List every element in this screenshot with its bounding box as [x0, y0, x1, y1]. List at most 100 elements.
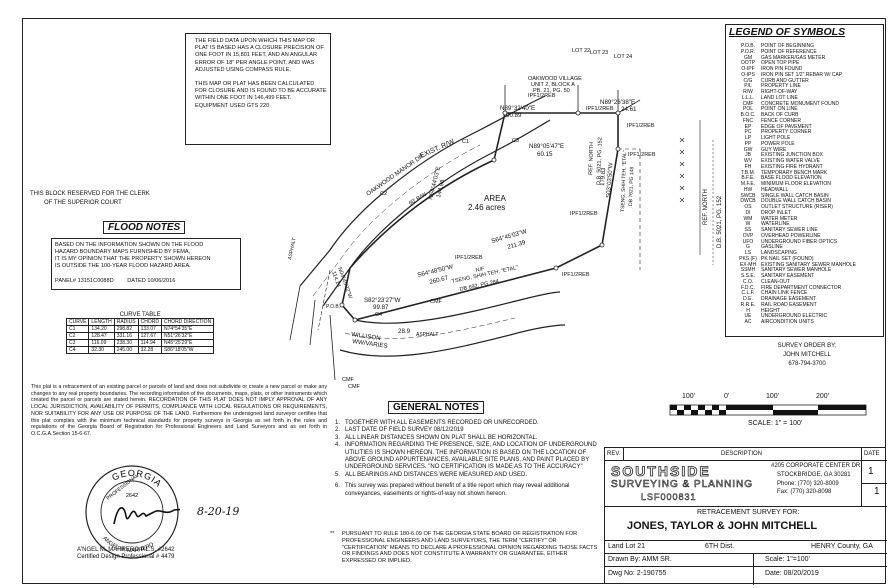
road-edge-north	[299, 95, 546, 287]
ipf-label-4: IPF1/2REB	[570, 211, 598, 217]
land-lot: Land Lot 21	[608, 543, 645, 550]
legend-item: C/G CURB AND GUTTER	[735, 77, 885, 85]
asphalt-label-2: ASPHALT	[416, 332, 438, 338]
legend-abbr: GM	[743, 54, 753, 61]
legend-abbr: JB	[745, 152, 751, 159]
scale-tick-2: 0'	[724, 393, 730, 400]
legend-item: T.B.M.TEMPORARY BENCH MARK	[735, 170, 885, 177]
legend-abbr: UFO	[742, 238, 754, 245]
legend-title: LEGEND OF SYMBOLS	[729, 26, 846, 38]
flood-note-line: BASED ON THE INFORMATION SHOWN ON THE FL…	[55, 242, 204, 248]
legend-item: L.L.L.LAND LOT LINE	[735, 94, 885, 102]
legend-definition: WATER METER	[761, 215, 798, 222]
curve-c4-label: C4	[375, 312, 382, 318]
scale-tick-1: 100'	[682, 393, 696, 400]
cmf-label-2: CMF	[342, 377, 355, 383]
legend-box	[725, 24, 884, 337]
legend-abbr: D.E.	[743, 296, 753, 302]
surveyor-seal: GEORGIA ANGEL M. MARRERO PROFESSIONAL 26…	[85, 465, 180, 559]
legend-abbr: C/G	[743, 77, 753, 84]
survey-for-name: JONES, TAYLOR & JOHN MITCHELL	[627, 520, 818, 532]
legend-abbr: B.O.C.	[740, 112, 756, 118]
legend-definition: SANITARY EASEMENT	[761, 273, 815, 279]
legend-item: S.S.E.SANITARY EASEMENT	[735, 273, 885, 280]
left-dist: 114.14	[330, 271, 341, 288]
east-owner-2: DB 7621, PG 148	[628, 166, 635, 206]
legend-definition: POINT OF BEGINNING	[761, 43, 814, 49]
description-label: DESCRIPTION	[721, 451, 763, 457]
drawing-date: Date: 08/20/2019	[765, 570, 819, 577]
legend-definition: IRON PIN SET 1/2" REBAR W/ CAP	[761, 71, 843, 78]
legend-definition: CURB AND GUTTER	[761, 77, 809, 84]
legend-abbr: SWCB	[740, 192, 756, 199]
legend-abbr: UE	[744, 313, 752, 320]
legend-abbr: C.L.F.	[741, 290, 755, 297]
curve-table-cell: 32.30	[88, 346, 115, 354]
legend-item: F.D.C.FIRE DEPARTMENT CONNECTOR	[735, 284, 885, 292]
signature-date: 8-20-19	[197, 505, 240, 518]
general-note: 5.ALL BEARINGS AND DISTANCES WERE MEASUR…	[335, 471, 528, 478]
scale-tick-3: 100'	[766, 393, 780, 400]
clerk-line-1: THIS BLOCK RESERVED FOR THE CLERK	[30, 191, 150, 197]
legend-abbr: L.L.L.	[741, 94, 755, 101]
legend-abbr: PKS (F)	[739, 255, 757, 262]
cmf-label-3: CMF	[348, 384, 361, 390]
closure-note-line: THE FIELD DATA UPON WHICH THIS MAP OR	[195, 38, 315, 44]
legend-abbr: F.D.C.	[741, 284, 755, 291]
cmf-label-1: CMF	[430, 299, 443, 305]
legend-abbr: EX-MH	[739, 261, 757, 268]
legend-definition: EXISTING FIRE HYDRANT	[761, 163, 823, 170]
closure-note-line: ONE FOOT IN 15,801 FEET, AND AN ANGULAR	[195, 52, 318, 59]
retracement-note: This plat is a retracement of an existin…	[31, 384, 327, 437]
road-name: OAKWOOD MANOR DR.	[365, 152, 427, 198]
survey-order-label: SURVEY ORDER BY;	[777, 343, 837, 349]
closure-note-line: ADJUSTED USING COMPASS RULE.	[195, 66, 291, 73]
legend-abbr: LP	[744, 135, 752, 141]
pob-label: P.O.B.	[326, 304, 340, 310]
company-license: LSF000831	[641, 492, 697, 503]
legend-definition: GASLINE	[761, 244, 783, 251]
legend-abbr: WM	[743, 215, 753, 222]
curve-c2-label: C2	[380, 191, 387, 197]
survey-order-name: JOHN MITCHELL	[783, 352, 831, 358]
dist-28: 28.9	[398, 328, 411, 335]
general-notes: 1.TOGETHER WITH ALL EASEMENTS RECORDED O…	[335, 420, 597, 497]
seal-number: 2642	[126, 493, 138, 499]
lot-24: LOT 24	[614, 54, 632, 60]
legend-abbr: B.F.E.	[741, 175, 755, 182]
east-bearing: S03°03'50"W	[606, 162, 614, 198]
legend-abbr: SS	[744, 227, 752, 233]
legend-abbr: EP	[744, 123, 752, 130]
legend-abbr: OOTP	[740, 60, 756, 67]
legend-item: SWCB SINGLE WALL CATCH BASIN	[735, 192, 885, 200]
legend-abbr: DI	[745, 209, 751, 216]
legend-definition: LIGHT POLE	[761, 135, 791, 141]
legend-item: R.R.E.RAIL ROAD EASEMENT	[735, 302, 885, 309]
legend-definition: SINGLE WALL CATCH BASIN	[761, 192, 829, 199]
bearing-3: N89°05'47"E	[529, 143, 564, 150]
legend-definition: PROPERTY CORNER	[761, 129, 812, 136]
legend-item: WM WATER METER	[735, 215, 885, 223]
legend-definition: AIRCONDITION UNITS	[761, 319, 814, 325]
general-note-text: LAST DATE OF FIELD SURVEY 08/12/2019	[345, 427, 464, 434]
legend-abbr: WV	[743, 158, 753, 164]
legend-abbr: W	[745, 221, 751, 228]
flood-note-line: HAZARD BOUNDARY MAPS FURNISHED BY FEMA,	[55, 249, 191, 255]
curve-table-cell: 32.28	[137, 346, 162, 354]
legend-abbr: O-IPF	[741, 66, 755, 72]
